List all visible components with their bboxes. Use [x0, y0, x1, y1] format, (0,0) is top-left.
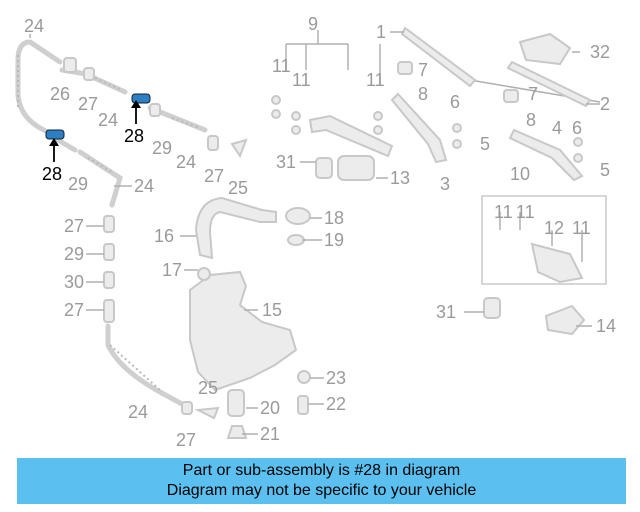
label-29b: 29: [68, 174, 88, 194]
label-11f: 11: [572, 218, 591, 238]
info-banner: Part or sub-assembly is #28 in diagram D…: [17, 458, 626, 504]
label-14: 14: [596, 316, 616, 336]
part-25-lower: [194, 406, 220, 420]
part-23: [297, 370, 311, 384]
part-7b: [503, 89, 519, 103]
banner-line-2: Diagram may not be specific to your vehi…: [166, 482, 477, 499]
part-22: [297, 395, 309, 415]
label-32: 32: [590, 42, 610, 62]
label-6b: 6: [572, 118, 582, 138]
label-29a: 29: [152, 138, 172, 158]
label-24d: 24: [134, 176, 154, 196]
label-27c: 27: [64, 216, 84, 236]
part-21: [226, 425, 248, 439]
label-8b: 8: [526, 110, 536, 130]
label-26: 26: [50, 84, 70, 104]
label-12: 12: [544, 218, 564, 238]
label-24b: 24: [98, 110, 118, 130]
label-8a: 8: [418, 84, 428, 104]
part-19: [287, 234, 305, 246]
label-24a: 24: [24, 16, 44, 36]
label-18: 18: [324, 208, 344, 228]
label-21: 21: [260, 424, 280, 444]
wiper-arm-1: [400, 26, 477, 88]
wiper-blade-2: [506, 60, 592, 108]
label-13: 13: [390, 168, 410, 188]
label-19: 19: [324, 230, 344, 250]
label-25a: 25: [228, 178, 248, 198]
label-5a: 5: [480, 134, 490, 154]
label-3: 3: [440, 174, 450, 194]
label-11a: 11: [272, 56, 291, 76]
label-22: 22: [326, 394, 346, 414]
part-18: [285, 207, 311, 225]
wiper-motor: [337, 155, 375, 181]
highlighted-part-28: [45, 93, 151, 140]
label-11b: 11: [292, 70, 311, 90]
part-17-cap: [197, 267, 211, 281]
label-31b: 31: [436, 302, 456, 322]
washer-reservoir: [189, 270, 298, 392]
part-28-upper: [131, 93, 151, 104]
fasteners: [271, 95, 583, 163]
label-5b: 5: [600, 160, 610, 180]
part-7a: [397, 61, 413, 75]
label-10: 10: [510, 164, 530, 184]
part-14: [544, 304, 586, 336]
label-11e: 11: [516, 202, 535, 222]
part-12: [530, 242, 584, 284]
banner-line-1: Part or sub-assembly is #28 in diagram: [182, 462, 461, 479]
label-7a: 7: [418, 60, 428, 80]
highlight-leaders: [49, 100, 141, 162]
assembly-box-10: [481, 195, 607, 285]
leader-lines: [29, 30, 600, 435]
label-27b: 27: [204, 166, 224, 186]
label-16: 16: [154, 226, 174, 246]
label-15: 15: [262, 300, 282, 320]
wiper-arm-4: [508, 128, 584, 182]
label-31a: 31: [276, 152, 296, 172]
label-11d: 11: [494, 202, 513, 222]
label-17: 17: [162, 260, 182, 280]
label-30: 30: [64, 272, 84, 292]
wiper-linkage: [308, 114, 394, 158]
part-28-lower: [45, 129, 65, 140]
filler-neck: [194, 196, 277, 260]
washer-pump: [227, 389, 245, 417]
label-9: 9: [308, 14, 318, 34]
label-4: 4: [552, 118, 562, 138]
callout-labels: 24 26 27 24 28 29 24 27 25 28 29 24 27 2…: [24, 14, 616, 450]
label-2: 2: [600, 94, 610, 114]
label-28-lower: 28: [42, 164, 62, 184]
part-31-lower: [483, 297, 501, 319]
part-32: [518, 32, 572, 66]
label-11c: 11: [366, 70, 385, 90]
label-7b: 7: [528, 84, 538, 104]
label-24e: 24: [128, 402, 148, 422]
label-6a: 6: [450, 92, 460, 112]
wiper-arm-3: [390, 92, 448, 164]
left-connectors: [63, 57, 248, 415]
label-27e: 27: [176, 430, 196, 450]
label-27d: 27: [64, 300, 84, 320]
label-27a: 27: [78, 94, 98, 114]
label-1: 1: [376, 22, 386, 42]
part-31-upper: [315, 157, 333, 179]
label-25b: 25: [198, 378, 218, 398]
label-24c: 24: [176, 152, 196, 172]
label-28-upper: 28: [124, 126, 144, 146]
label-29c: 29: [64, 244, 84, 264]
label-23: 23: [326, 368, 346, 388]
label-20: 20: [260, 398, 280, 418]
